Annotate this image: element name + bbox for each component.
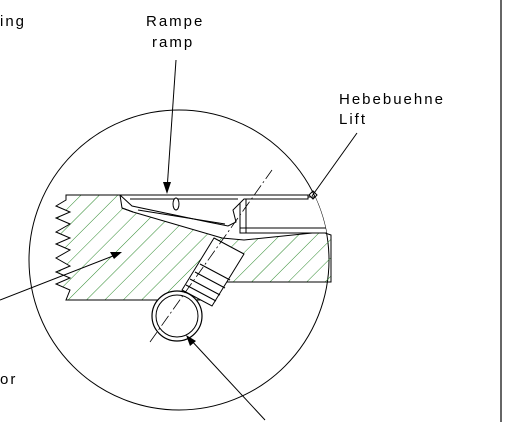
center-line	[149, 169, 273, 343]
label-ramp-en: ramp	[152, 34, 194, 51]
leader-lines	[0, 59, 358, 421]
pipe-inner	[155, 294, 199, 338]
label-ramp-de: Rampe	[146, 13, 204, 30]
leader-lift-marker	[308, 190, 318, 200]
ramp-assembly	[118, 194, 309, 227]
label-lift-en: Lift	[339, 111, 367, 128]
leader-pipe	[189, 338, 266, 421]
leader-floor	[0, 253, 119, 301]
lift-platform	[239, 196, 329, 234]
lift-deck	[239, 196, 329, 234]
cylinder-body	[181, 237, 245, 307]
floor-hatch	[54, 194, 332, 301]
ramp-pin	[172, 197, 180, 211]
label-bottom-left-fragment: or	[0, 371, 17, 388]
cylinder	[181, 237, 245, 307]
leader-ramp	[166, 59, 177, 191]
leader-floor-arrow	[110, 252, 122, 259]
ramp-plate	[118, 194, 309, 227]
leader-lift	[311, 132, 358, 197]
pipe-outer	[151, 290, 203, 342]
label-lift-de: Hebebuehne	[339, 91, 445, 108]
leader-pipe-arrow	[186, 335, 196, 346]
floor-section	[54, 194, 332, 301]
leader-ramp-arrow	[163, 182, 171, 194]
label-top-left-fragment: ing	[0, 13, 26, 30]
